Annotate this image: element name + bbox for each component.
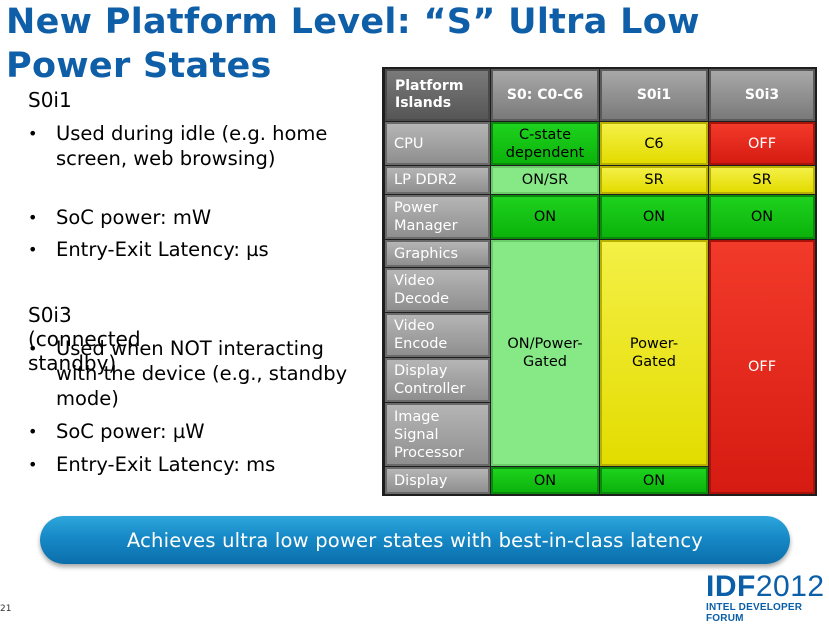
merged-cell-s0i3-off: OFF xyxy=(709,240,815,494)
row-label-graphics: Graphics xyxy=(385,240,490,267)
power-state-table: Platform Islands S0: C0-C6 S0i1 S0i3 CPU… xyxy=(382,67,817,496)
s0i3-bullet-3: • Entry-Exit Latency: ms xyxy=(28,452,358,478)
bullet-icon: • xyxy=(28,455,38,474)
row-label-video-encode: Video Encode xyxy=(385,313,490,357)
cell-power-manager-s0: ON xyxy=(491,195,599,239)
slide-title-line-2: Power States xyxy=(6,46,272,86)
cell-lpddr2-s0i3: SR xyxy=(709,166,815,194)
logo-idf-text: IDF xyxy=(706,570,756,603)
cell-display-s0: ON xyxy=(491,467,599,494)
merged-cell-s0i1-power-gated: Power-Gated xyxy=(600,240,708,466)
row-label-power-manager: Power Manager xyxy=(385,195,490,239)
s0i3-bullet-2: • SoC power: µW xyxy=(28,419,358,445)
cell-lpddr2-s0i1: SR xyxy=(600,166,708,194)
s0i1-bullet-2: • SoC power: mW xyxy=(28,205,358,231)
cell-cpu-s0i1: C6 xyxy=(600,122,708,165)
s0i1-bullet-1: • Used during idle (e.g. home screen, we… xyxy=(28,121,358,197)
slide-title-line-1: New Platform Level: “S” Ultra Low xyxy=(6,2,700,42)
bullet-icon: • xyxy=(28,124,38,143)
bullet-icon: • xyxy=(28,422,38,441)
column-header-s0i1: S0i1 xyxy=(600,69,708,121)
bullet-text: Entry-Exit Latency: ms xyxy=(56,453,276,476)
bullet-text: Used during idle (e.g. home screen, web … xyxy=(56,122,328,170)
logo-subtitle: INTEL DEVELOPER FORUM xyxy=(706,602,803,624)
bullet-text: Entry-Exit Latency: µs xyxy=(56,238,269,261)
bullet-text: SoC power: mW xyxy=(56,206,212,229)
idf2012-logo: IDF2012 xyxy=(706,571,825,603)
slide-title: New Platform Level: “S” Ultra Low Power … xyxy=(6,0,826,88)
row-label-lpddr2: LP DDR2 xyxy=(385,166,490,194)
merged-cell-s0-power-gated: ON/Power-Gated xyxy=(491,240,599,466)
s0i3-heading: S0i3 (connected standby) xyxy=(28,303,141,375)
s0i3-bullet-1: • Used when NOT interacting with the dev… xyxy=(28,336,358,412)
cell-power-manager-s0i1: ON xyxy=(600,195,708,239)
logo-year-text: 2012 xyxy=(755,570,825,603)
column-header-s0i3: S0i3 xyxy=(709,69,815,121)
row-label-video-decode: Video Decode xyxy=(385,268,490,312)
cell-lpddr2-s0: ON/SR xyxy=(491,166,599,194)
cell-power-manager-s0i3: ON xyxy=(709,195,815,239)
cell-display-s0i1: ON xyxy=(600,467,708,494)
summary-banner: Achieves ultra low power states with bes… xyxy=(40,516,790,564)
row-label-image-signal-processor: Image Signal Processor xyxy=(385,403,490,466)
bullet-icon: • xyxy=(28,339,38,358)
bullet-text: Used when NOT interacting with the devic… xyxy=(56,337,348,410)
bullet-icon: • xyxy=(28,208,38,227)
row-label-display: Display xyxy=(385,467,490,494)
cell-cpu-s0i3: OFF xyxy=(709,122,815,165)
table-corner-header: Platform Islands xyxy=(385,69,490,121)
column-header-s0: S0: C0-C6 xyxy=(491,69,599,121)
s0i1-bullet-3: • Entry-Exit Latency: µs xyxy=(28,237,358,263)
bullet-icon: • xyxy=(28,240,38,259)
page-number: 21 xyxy=(0,604,12,614)
s0i1-heading: S0i1 xyxy=(28,88,72,112)
bullet-text: SoC power: µW xyxy=(56,420,205,443)
row-label-display-controller: Display Controller xyxy=(385,358,490,402)
row-label-cpu: CPU xyxy=(385,122,490,165)
cell-cpu-s0: C-state dependent xyxy=(491,122,599,165)
